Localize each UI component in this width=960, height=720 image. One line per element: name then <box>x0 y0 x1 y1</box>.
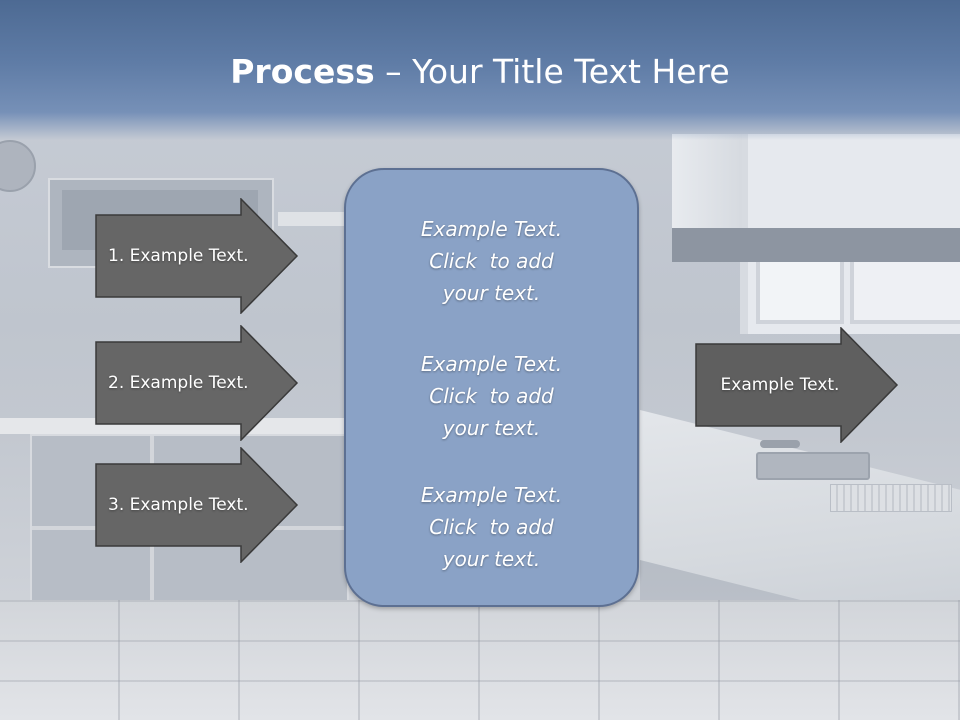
background-sink-drainboard <box>830 484 952 512</box>
arrow-right-icon <box>95 198 299 314</box>
background-range-hood <box>278 212 348 226</box>
panel-text-block[interactable]: Example Text. Click to add your text. <box>346 213 637 309</box>
background-sink <box>756 452 870 480</box>
slide-title[interactable]: Process – Your Title Text Here <box>0 52 960 91</box>
process-arrow-label: 1. Example Text. <box>108 246 249 266</box>
background-floor <box>0 600 960 720</box>
process-arrow-3[interactable]: 3. Example Text. <box>95 447 299 563</box>
panel-text-line: Example Text. <box>420 217 563 241</box>
panel-text-line: Click to add <box>429 249 554 273</box>
panel-text-line: your text. <box>442 281 541 305</box>
background-curtain <box>672 134 742 234</box>
panel-text-line: Example Text. <box>420 352 563 376</box>
process-arrow-label: 3. Example Text. <box>108 495 249 515</box>
panel-text-line: your text. <box>442 547 541 571</box>
panel-text-line: Click to add <box>429 515 554 539</box>
process-arrow-label: 2. Example Text. <box>108 373 249 393</box>
panel-text-line: Click to add <box>429 384 554 408</box>
process-arrow-1[interactable]: 1. Example Text. <box>95 198 299 314</box>
slide-title-rest: – Your Title Text Here <box>374 52 730 91</box>
panel-text-block[interactable]: Example Text. Click to add your text. <box>346 348 637 444</box>
arrow-right-icon <box>95 325 299 441</box>
title-bar <box>0 0 960 140</box>
arrow-right-icon <box>95 447 299 563</box>
arrow-right-icon <box>695 327 899 443</box>
process-output-arrow[interactable]: Example Text. <box>695 327 899 443</box>
background-tap <box>760 440 800 448</box>
center-text-panel[interactable]: Example Text. Click to add your text. Ex… <box>344 168 639 607</box>
background-window-blind <box>672 228 960 262</box>
process-arrow-2[interactable]: 2. Example Text. <box>95 325 299 441</box>
slide-title-bold: Process <box>230 52 375 91</box>
process-output-arrow-label: Example Text. <box>720 375 840 395</box>
panel-text-line: Example Text. <box>420 483 563 507</box>
panel-text-block[interactable]: Example Text. Click to add your text. <box>346 479 637 575</box>
panel-text-line: your text. <box>442 416 541 440</box>
